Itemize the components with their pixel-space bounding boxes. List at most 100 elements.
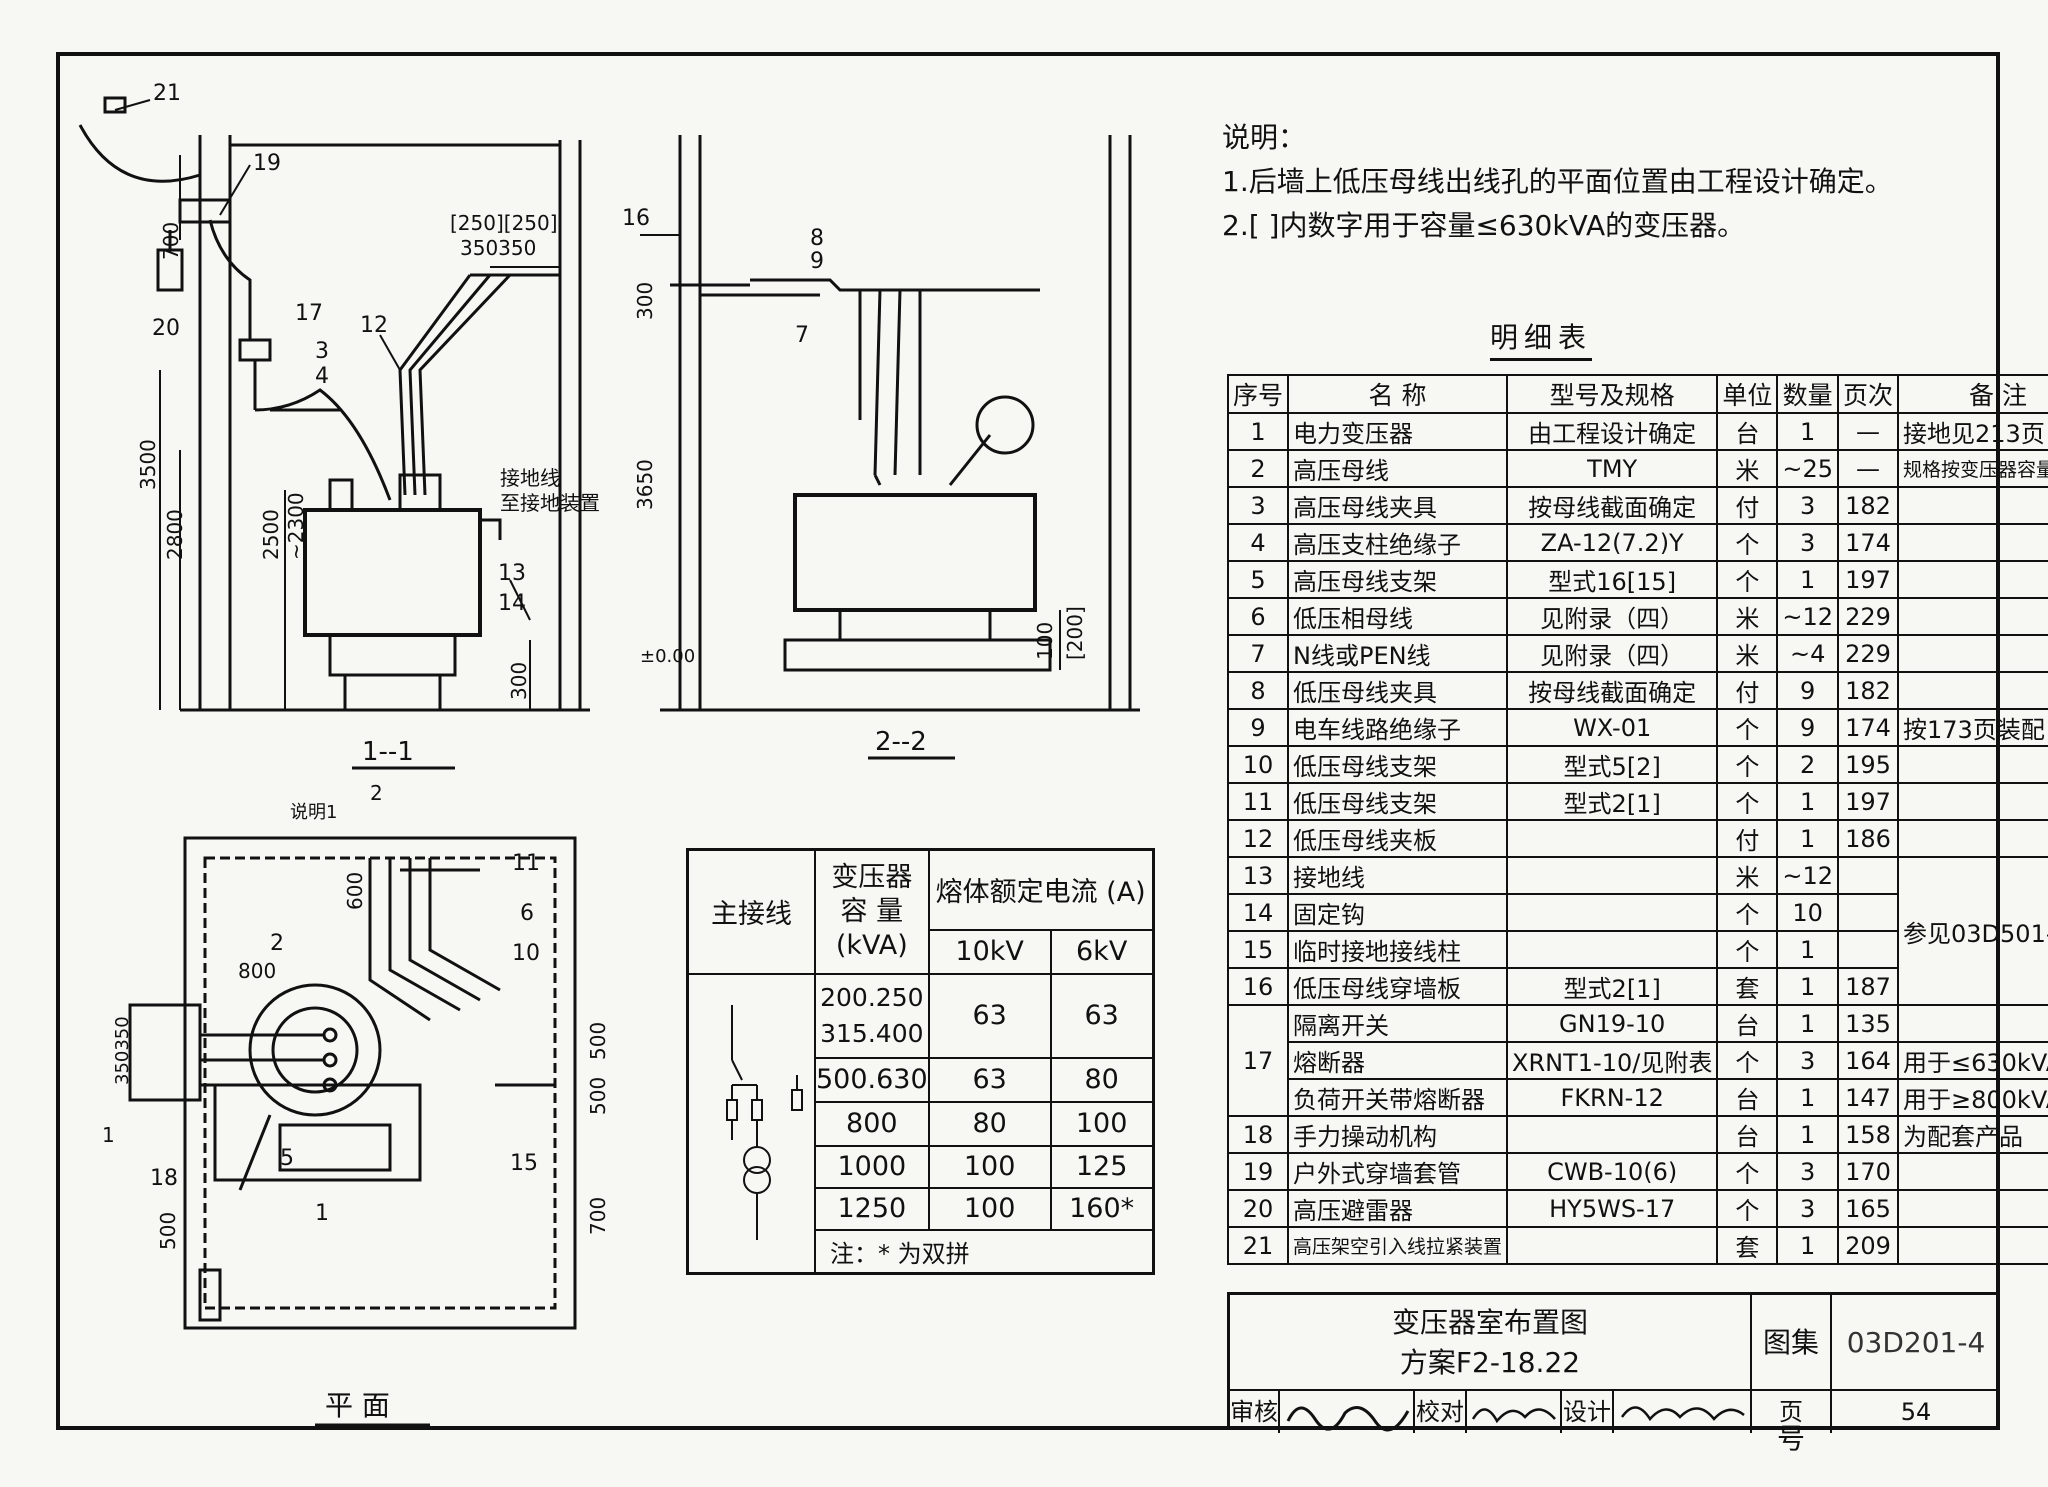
fuse-row-2-cap: 500.630	[814, 1056, 930, 1103]
note-2: 2.[ ]内数字用于容量≤630kVA的变压器。	[1222, 209, 1746, 242]
detail-cell: 电车线路绝缘子	[1287, 708, 1509, 747]
detail-cell: 个	[1716, 930, 1779, 969]
detail-cell	[1506, 856, 1719, 895]
detail-cell: 4	[1226, 523, 1290, 562]
dim-2300: ~2300	[284, 492, 308, 560]
detail-cell	[1506, 1226, 1719, 1265]
detail-cell: 高压支柱绝缘子	[1287, 523, 1509, 562]
detail-cell: 型式5[2]	[1506, 745, 1719, 784]
detail-cell: 3	[1776, 523, 1839, 562]
detail-cell: 229	[1836, 597, 1900, 636]
fuse-col-6kv: 6kV	[1049, 928, 1155, 975]
plan-label: 平 面	[325, 1389, 390, 1422]
detail-cell: 1	[1776, 412, 1839, 451]
elevation-000: ±0.00	[640, 646, 695, 667]
detail-cell: 11	[1226, 782, 1290, 821]
detail-cell: 为配套产品	[1897, 1115, 2048, 1154]
fuse-row-1-6kv: 63	[1049, 972, 1155, 1059]
detail-cell: 台	[1716, 1004, 1779, 1043]
detail-cell	[1506, 930, 1719, 969]
callout-2: 2	[270, 931, 284, 956]
detail-cell: 负荷开关带熔断器	[1287, 1078, 1509, 1117]
detail-cell	[1897, 1189, 2048, 1228]
callout-17: 17	[295, 301, 323, 326]
detail-cell: 用于≤630kVA	[1897, 1041, 2048, 1080]
detail-cell	[1836, 856, 1900, 895]
detail-cell: 付	[1716, 486, 1779, 525]
detail-cell	[1506, 893, 1719, 932]
detail-cell: 低压母线夹具	[1287, 671, 1509, 710]
fuse-row-4-10kv: 100	[927, 1144, 1052, 1189]
detail-cell: 高压避雷器	[1287, 1189, 1509, 1228]
detail-cell: 1	[1226, 412, 1290, 451]
detail-cell: 型式2[1]	[1506, 782, 1719, 821]
detail-cell: 165	[1836, 1189, 1900, 1228]
callout-12: 12	[360, 313, 388, 338]
dim-3500: 3500	[136, 439, 160, 490]
detail-cell	[1897, 1152, 2048, 1191]
detail-header-5: 页次	[1836, 374, 1900, 414]
detail-cell: CWB-10(6)	[1506, 1152, 1719, 1191]
drawing-subtitle: 方案F2-18.22	[1399, 1346, 1581, 1379]
detail-cell	[1897, 782, 2048, 821]
fuse-row-5-cap: 1250	[814, 1186, 930, 1231]
wiring-symbol-icon	[725, 1004, 803, 1240]
detail-cell: 按母线截面确定	[1506, 671, 1719, 710]
atlas-number: 03D201-4	[1832, 1295, 2000, 1391]
detail-cell: 17	[1226, 1004, 1290, 1117]
detail-cell: 低压母线穿墙板	[1287, 967, 1509, 1006]
dim-2500: 2500	[259, 509, 283, 560]
detail-cell: 参见03D501-4	[1897, 856, 2048, 1006]
fuse-note: 注：* 为双拼	[813, 1228, 1155, 1275]
callout-20: 20	[152, 316, 180, 341]
callout-10: 10	[512, 941, 540, 966]
plan-drawing: 说明1 11 6 10 2 5 18 15 1 1 2 800 600 3503…	[102, 781, 610, 1427]
dim-3650: 3650	[633, 459, 657, 510]
callout-7: 7	[795, 323, 809, 348]
callout-9: 9	[810, 249, 824, 274]
detail-cell: 1	[1776, 1226, 1839, 1265]
detail-cell: 3	[1776, 1041, 1839, 1080]
ground-note-2: 至接地装置	[500, 491, 600, 515]
atlas-label: 图集号	[1752, 1295, 1832, 1455]
detail-cell: 10	[1776, 893, 1839, 932]
detail-cell: 3	[1776, 486, 1839, 525]
detail-cell: 158	[1836, 1115, 1900, 1154]
detail-cell: 个	[1716, 745, 1779, 784]
detail-cell: 186	[1836, 819, 1900, 858]
detail-cell: 户外式穿墙套管	[1287, 1152, 1509, 1191]
detail-cell: 195	[1836, 745, 1900, 784]
detail-cell: 米	[1716, 856, 1779, 895]
fuse-col-current: 熔体额定电流 (A)	[927, 848, 1155, 931]
detail-cell: 1	[1776, 819, 1839, 858]
detail-cell: ZA-12(7.2)Y	[1506, 523, 1719, 562]
callout-21: 21	[153, 81, 181, 106]
fuse-row-3-6kv: 100	[1049, 1100, 1155, 1147]
detail-cell: 1	[1776, 1004, 1839, 1043]
detail-cell: 熔断器	[1287, 1041, 1509, 1080]
detail-cell	[1897, 819, 2048, 858]
detail-cell	[1506, 819, 1719, 858]
plan-note-ref: 说明1	[290, 802, 337, 823]
fuse-row-3-10kv: 80	[927, 1100, 1052, 1147]
detail-cell: 高压母线支架	[1287, 560, 1509, 599]
detail-cell: 14	[1226, 893, 1290, 932]
detail-cell: 3	[1226, 486, 1290, 525]
dim-700: 700	[159, 222, 183, 260]
detail-cell	[1897, 523, 2048, 562]
detail-cell: 12	[1226, 819, 1290, 858]
detail-cell: —	[1836, 412, 1900, 451]
detail-cell: 1	[1776, 930, 1839, 969]
review-signature	[1280, 1391, 1415, 1433]
detail-cell: 5	[1226, 560, 1290, 599]
